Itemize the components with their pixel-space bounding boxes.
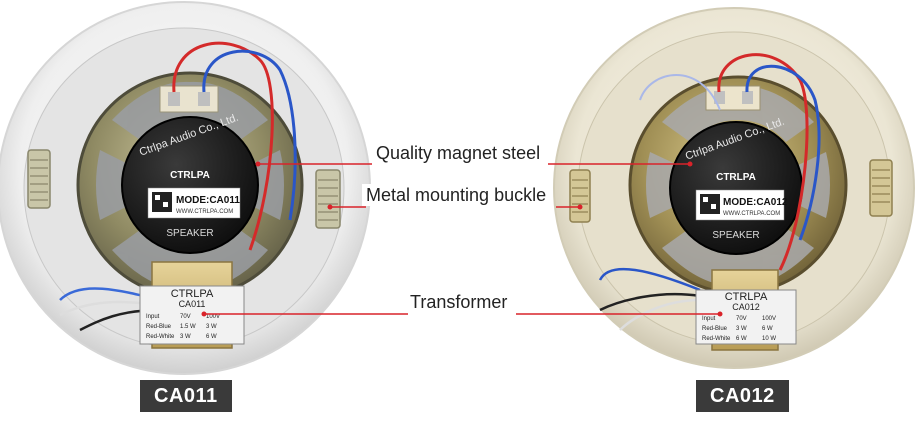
leader-dot [201, 311, 207, 317]
transformer-row-b: 6 W [762, 326, 773, 332]
leader-dot [687, 161, 693, 167]
magnet-url-ca012: WWW.CTRLPA.COM [723, 211, 780, 217]
leader-dot [577, 204, 583, 210]
magnet-url-ca011: WWW.CTRLPA.COM [176, 209, 233, 215]
annotation-mounting-buckle: Metal mounting buckle [362, 184, 551, 206]
transformer-brand-ca012: CTRLPA [725, 291, 768, 303]
transformer-row-a: 3 W [180, 334, 191, 340]
speaker-ca012 [553, 7, 915, 369]
magnet-logo-ca012: CTRLPA [716, 172, 756, 183]
transformer-row-label: Red-White [702, 336, 731, 342]
transformer-row-label: Input [146, 314, 160, 320]
speaker-ca011 [0, 1, 371, 375]
transformer-row-label: Red-Blue [146, 324, 172, 330]
transformer-row-a: 1.5 W [180, 324, 196, 330]
transformer-row-b: 100V [762, 316, 776, 322]
transformer-row-b: 10 W [762, 336, 776, 342]
leader-lines [204, 163, 720, 315]
transformer-row-a: 70V [180, 314, 191, 320]
transformer-row-a: 6 W [736, 336, 747, 342]
magnet-model-ca011: MODE:CA011 [176, 195, 240, 206]
leader-dot [717, 311, 723, 317]
transformer-row-b: 6 W [206, 334, 217, 340]
magnet-speaker-ca011: SPEAKER [166, 228, 213, 239]
magnet-speaker-ca012: SPEAKER [712, 230, 759, 241]
transformer-brand-ca011: CTRLPA [171, 288, 214, 300]
leader-dot [327, 204, 333, 210]
transformer-row-b: 3 W [206, 324, 217, 330]
transformer-row-label: Red-Blue [702, 326, 728, 332]
transformer-model-ca012: CA012 [732, 302, 760, 312]
transformer-row-label: Red-White [146, 334, 175, 340]
annotation-transformer: Transformer [406, 291, 512, 313]
transformer-row-label: Input [702, 316, 716, 322]
transformer-row-a: 70V [736, 316, 747, 322]
annotation-magnet-steel: Quality magnet steel [372, 142, 545, 164]
transformer-row-b: 100V [206, 314, 220, 320]
magnet-logo-ca011: CTRLPA [170, 170, 210, 181]
transformer-model-ca011: CA011 [179, 299, 206, 309]
model-badge-ca012: CA012 [696, 380, 789, 412]
model-badge-ca011: CA011 [140, 380, 232, 412]
leader-dot [255, 161, 261, 167]
transformer-row-a: 3 W [736, 326, 747, 332]
magnet-model-ca012: MODE:CA012 [723, 197, 788, 208]
